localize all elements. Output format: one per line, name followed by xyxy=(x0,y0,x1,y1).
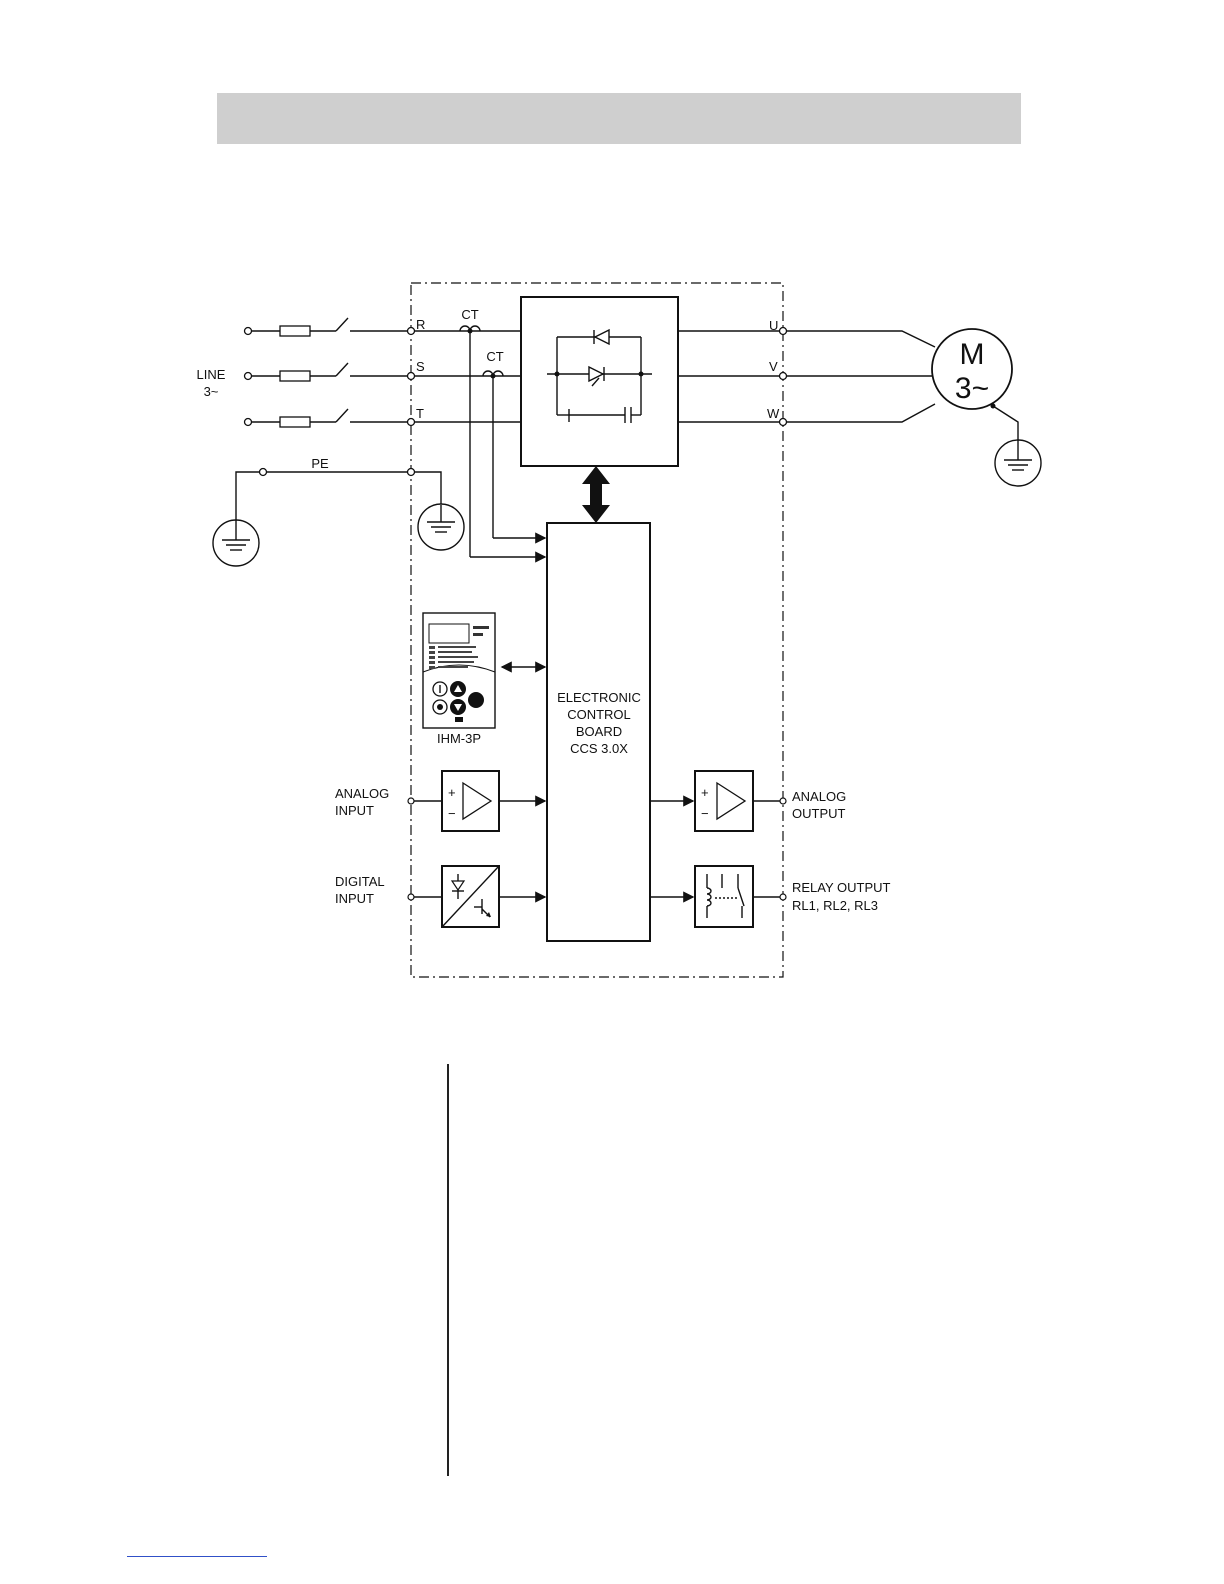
terminal-r-label: R xyxy=(416,317,425,332)
hmi-label: IHM-3P xyxy=(437,731,481,746)
pe-ground-icon xyxy=(213,520,259,566)
output-phase-v xyxy=(678,373,932,380)
control-board-label-4: CCS 3.0X xyxy=(570,741,628,756)
motor-label-m: M xyxy=(960,338,985,371)
text-column-divider xyxy=(447,1064,449,1476)
line-label: LINE xyxy=(197,367,226,382)
line-phase-label: 3~ xyxy=(204,384,219,399)
pe-label: PE xyxy=(311,456,329,471)
control-board-label-3: BOARD xyxy=(576,724,622,739)
relay-output-block xyxy=(650,866,786,927)
ct-label-2: CT xyxy=(486,349,503,364)
hmi-keypad xyxy=(423,613,495,728)
analog-output-label-2: OUTPUT xyxy=(792,806,846,821)
chassis-ground-icon xyxy=(418,504,464,550)
digital-input-block xyxy=(408,866,545,927)
analog-output-block xyxy=(650,771,786,831)
digital-input-label-1: DIGITAL xyxy=(335,874,385,889)
ct-label-1: CT xyxy=(461,307,478,322)
relay-output-label-2: RL1, RL2, RL3 xyxy=(792,898,878,913)
analog-output-plus: + xyxy=(701,785,709,800)
analog-output-label-1: ANALOG xyxy=(792,789,846,804)
power-thyristor-module xyxy=(521,297,678,466)
analog-input-label-1: ANALOG xyxy=(335,786,389,801)
terminal-u-label: U xyxy=(769,318,778,333)
line-phase-s xyxy=(245,363,522,381)
analog-output-minus: − xyxy=(701,806,709,821)
output-phase-u xyxy=(678,328,935,348)
analog-input-minus: − xyxy=(448,806,456,821)
terminal-t-label: T xyxy=(416,406,424,421)
line-phase-t xyxy=(245,409,522,427)
digital-input-label-2: INPUT xyxy=(335,891,374,906)
motor-label-phases: 3~ xyxy=(955,372,989,405)
protective-earth xyxy=(236,469,441,521)
analog-input-block xyxy=(408,771,545,831)
terminal-v-label: V xyxy=(769,359,778,374)
motor-ground-icon xyxy=(995,440,1041,486)
relay-output-label-1: RELAY OUTPUT xyxy=(792,880,891,895)
line-phase-r xyxy=(245,318,522,336)
terminal-s-label: S xyxy=(416,359,425,374)
terminal-w-label: W xyxy=(767,406,780,421)
power-control-bus-arrow xyxy=(582,466,610,523)
analog-input-label-2: INPUT xyxy=(335,803,374,818)
control-board-label-1: ELECTRONIC xyxy=(557,690,641,705)
output-phase-w xyxy=(678,404,935,426)
analog-input-plus: + xyxy=(448,785,456,800)
control-board-label-2: CONTROL xyxy=(567,707,631,722)
footer-link-underline[interactable] xyxy=(127,1556,267,1557)
